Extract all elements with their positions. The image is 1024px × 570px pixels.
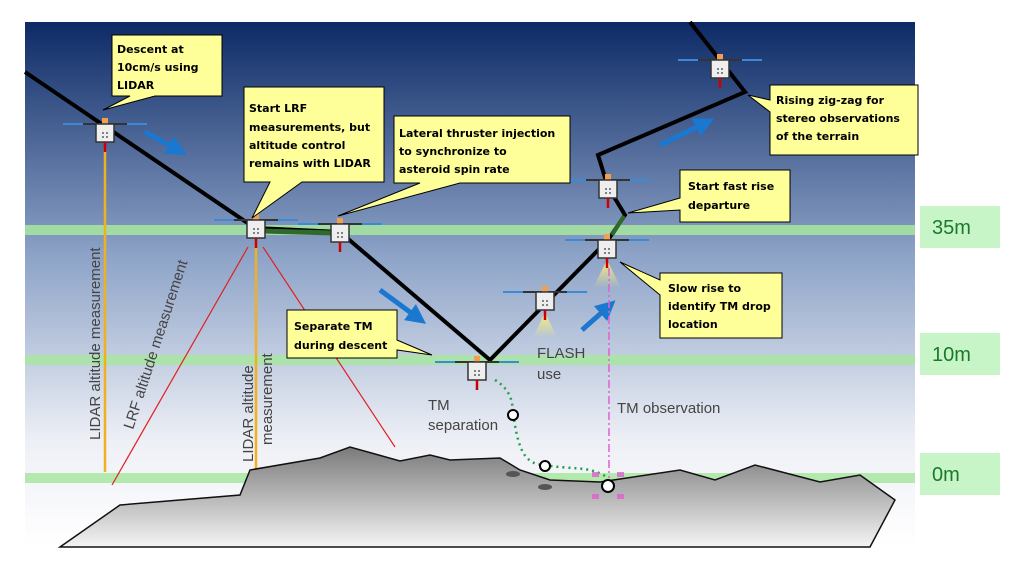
callout-separate-tm: Separate TM during descent bbox=[286, 309, 433, 359]
label-lidar-center-2: measurement bbox=[259, 352, 276, 445]
label-flash-2: use bbox=[537, 366, 561, 383]
callout-zigzag: Rising zig-zag for stereo observations o… bbox=[747, 84, 919, 156]
tm-marker-icons bbox=[507, 409, 615, 493]
svg-text:identify TM drop: identify TM drop bbox=[668, 300, 771, 313]
direction-arrows bbox=[143, 118, 714, 332]
svg-text:10cm/s using: 10cm/s using bbox=[117, 61, 199, 74]
svg-text:asteroid spin rate: asteroid spin rate bbox=[399, 163, 510, 176]
svg-text:departure: departure bbox=[688, 199, 750, 212]
svg-text:Slow rise to: Slow rise to bbox=[668, 282, 742, 295]
tm-target-marker bbox=[592, 472, 624, 499]
altitude-labels: 35m 10m 0m bbox=[920, 206, 1000, 495]
band-35m bbox=[25, 225, 915, 235]
svg-text:to synchronize to: to synchronize to bbox=[399, 145, 507, 158]
svg-text:Start LRF: Start LRF bbox=[249, 102, 307, 115]
altitude-10m: 10m bbox=[932, 344, 971, 366]
label-tm-separation-1: TM bbox=[428, 397, 450, 414]
lrf-beam-left bbox=[111, 246, 249, 486]
altitude-0m: 0m bbox=[932, 464, 960, 486]
label-lidar-left: LIDAR altitude measurement bbox=[87, 247, 104, 440]
flash-light bbox=[533, 312, 557, 338]
svg-text:measurements, but: measurements, but bbox=[249, 121, 370, 134]
svg-text:remains with LIDAR: remains with LIDAR bbox=[249, 157, 371, 170]
svg-text:Lateral thruster injection: Lateral thruster injection bbox=[399, 127, 555, 140]
svg-text:stereo observations: stereo observations bbox=[776, 112, 900, 125]
svg-text:altitude control: altitude control bbox=[249, 139, 345, 152]
band-10m bbox=[25, 355, 915, 365]
callout-descent: Descent at 10cm/s using LIDAR bbox=[102, 34, 223, 111]
flash-light bbox=[593, 260, 621, 288]
svg-text:of the terrain: of the terrain bbox=[776, 130, 859, 143]
altitude-35m: 35m bbox=[932, 217, 971, 239]
svg-text:Separate TM: Separate TM bbox=[294, 320, 373, 333]
callout-fast-rise: Start fast rise departure bbox=[627, 169, 791, 223]
callout-lateral-thruster: Lateral thruster injection to synchroniz… bbox=[337, 115, 571, 217]
svg-text:location: location bbox=[668, 318, 718, 331]
svg-text:LIDAR: LIDAR bbox=[117, 79, 155, 92]
label-tm-observation: TM observation bbox=[617, 400, 720, 417]
callout-lrf-start: Start LRF measurements, but altitude con… bbox=[243, 86, 385, 219]
label-lidar-center-1: LIDAR altitude bbox=[240, 365, 257, 462]
callout-slow-rise: Slow rise to identify TM drop location bbox=[619, 261, 783, 339]
label-flash-1: FLASH bbox=[537, 345, 585, 362]
svg-text:Descent at: Descent at bbox=[117, 43, 184, 56]
svg-text:during descent: during descent bbox=[294, 339, 387, 352]
svg-text:Rising zig-zag for: Rising zig-zag for bbox=[776, 94, 885, 107]
label-tm-separation-2: separation bbox=[428, 417, 498, 434]
asteroid-terrain bbox=[57, 446, 896, 548]
svg-text:Start fast rise: Start fast rise bbox=[688, 180, 774, 193]
